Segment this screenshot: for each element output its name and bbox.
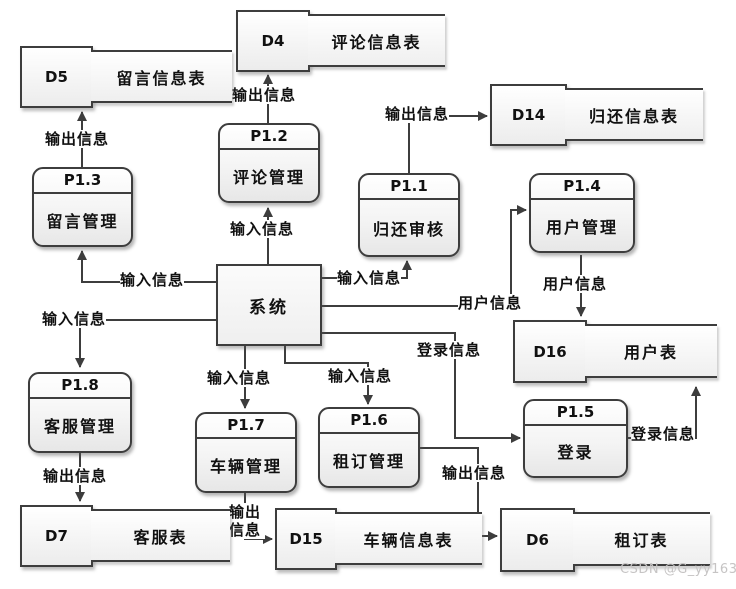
process-p1-1: P1.1 归还审核 bbox=[358, 173, 460, 257]
process-p1-4: P1.4 用户管理 bbox=[529, 173, 635, 253]
process-name: 归还审核 bbox=[372, 219, 445, 239]
datastore-id: D14 bbox=[490, 84, 567, 146]
datastore-name: 留言信息表 bbox=[91, 50, 232, 103]
process-id: P1.2 bbox=[220, 125, 318, 150]
process-id: P1.6 bbox=[320, 409, 418, 434]
process-id: P1.7 bbox=[197, 414, 295, 439]
datastore-id: D15 bbox=[275, 508, 337, 570]
flow-label-p11-d14: 输出信息 bbox=[385, 105, 450, 123]
process-p1-6: P1.6 租订管理 bbox=[318, 407, 420, 488]
watermark: CSDN @G_yy163 bbox=[620, 562, 736, 577]
datastore-name: 客服表 bbox=[91, 509, 230, 562]
flow-label-sys-p13: 输入信息 bbox=[120, 271, 185, 289]
datastore-name: 租订表 bbox=[573, 512, 710, 566]
flow-label-p16-d6: 输出信息 bbox=[442, 464, 507, 482]
datastore-id: D4 bbox=[236, 10, 310, 72]
flow-label-p14-d16: 用户信息 bbox=[543, 275, 608, 293]
process-id: P1.5 bbox=[525, 401, 626, 426]
flow-label-sys-p18: 输入信息 bbox=[42, 310, 107, 328]
flow-label-sys-p16: 输入信息 bbox=[328, 367, 393, 385]
datastore-id: D6 bbox=[500, 508, 575, 572]
flow-label-p12-d4: 输出信息 bbox=[232, 86, 297, 104]
datastore-name: 车辆信息表 bbox=[335, 512, 482, 565]
datastore-id: D7 bbox=[20, 505, 93, 567]
flow-p16-to-d6 bbox=[420, 447, 498, 541]
datastore-name: 评论信息表 bbox=[308, 14, 445, 67]
process-id: P1.3 bbox=[34, 169, 131, 194]
flow-label-p13-d5: 输出信息 bbox=[45, 130, 110, 148]
process-p1-5: P1.5 登录 bbox=[523, 399, 628, 478]
process-id: P1.4 bbox=[531, 175, 633, 200]
process-name: 用户管理 bbox=[545, 217, 618, 237]
flow-p11-to-d14 bbox=[408, 111, 488, 173]
process-p1-8: P1.8 客服管理 bbox=[28, 372, 132, 453]
flow-label-sys-p11: 输入信息 bbox=[337, 269, 402, 287]
process-p1-2: P1.2 评论管理 bbox=[218, 123, 320, 203]
flow-sys-to-p15 bbox=[322, 332, 521, 443]
process-id: P1.8 bbox=[30, 374, 130, 399]
process-name: 登录 bbox=[557, 443, 594, 462]
flow-label-p15-d16: 登录信息 bbox=[631, 425, 696, 443]
flow-label-sys-p12: 输入信息 bbox=[230, 220, 295, 238]
datastore-id: D16 bbox=[513, 320, 587, 383]
datastore-id: D5 bbox=[20, 46, 93, 108]
flow-label-p18-d7: 输出信息 bbox=[43, 467, 108, 485]
process-name: 车辆管理 bbox=[209, 457, 282, 476]
process-name: 租订管理 bbox=[332, 452, 405, 471]
process-name: 客服管理 bbox=[43, 417, 116, 436]
process-name: 留言管理 bbox=[46, 211, 119, 231]
flow-label-sys-p17: 输入信息 bbox=[207, 369, 272, 387]
process-name: 评论管理 bbox=[232, 167, 305, 187]
datastore-name: 归还信息表 bbox=[565, 88, 703, 141]
process-id: P1.1 bbox=[360, 175, 458, 200]
flow-label-p17-d15: 输出信息 bbox=[225, 503, 265, 539]
system-node: 系统 bbox=[216, 264, 322, 346]
flow-label-sys-p15: 登录信息 bbox=[417, 341, 482, 359]
datastore-name: 用户表 bbox=[585, 324, 717, 378]
process-p1-3: P1.3 留言管理 bbox=[32, 167, 133, 247]
process-p1-7: P1.7 车辆管理 bbox=[195, 412, 297, 493]
flow-sys-to-p14 bbox=[322, 205, 527, 307]
flow-label-sys-p14: 用户信息 bbox=[458, 294, 523, 312]
